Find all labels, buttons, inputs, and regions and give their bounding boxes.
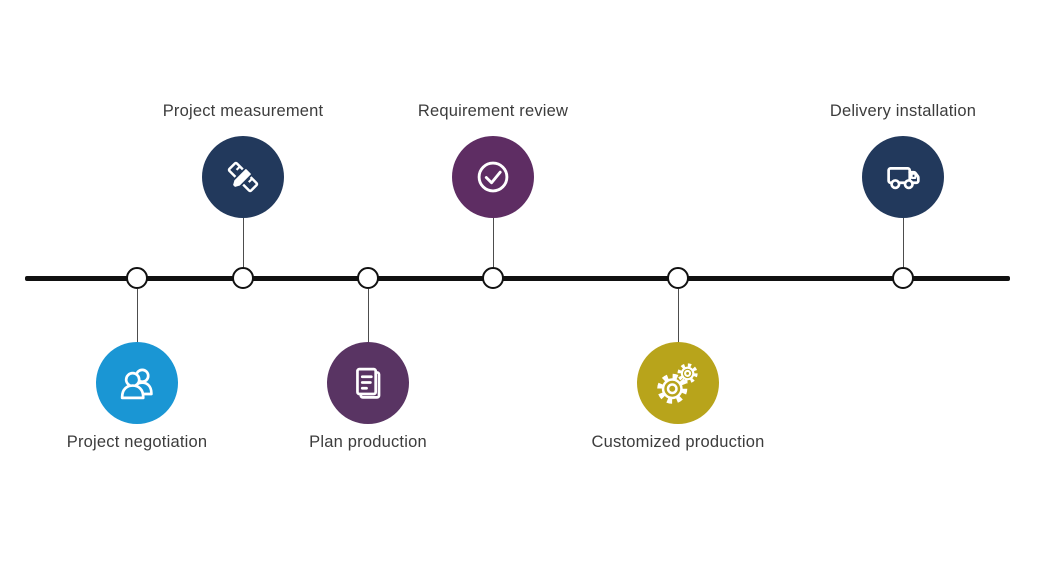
step-icon-bubble [327, 342, 409, 424]
timeline-axis [25, 276, 1010, 281]
step-label: Requirement review [417, 102, 569, 120]
step-label: Project measurement [162, 102, 324, 120]
step-icon-bubble [862, 136, 944, 218]
step-icon-bubble [452, 136, 534, 218]
timeline-node [232, 267, 254, 289]
step-connector-line [677, 289, 679, 343]
timeline-node [667, 267, 689, 289]
timeline-node [892, 267, 914, 289]
step-label: Customized production [591, 433, 765, 451]
check-circle-icon [477, 161, 509, 193]
truck-icon [887, 167, 920, 190]
step-connector-line [367, 289, 369, 343]
step-icon-bubble [202, 136, 284, 218]
step-connector-line [902, 217, 904, 268]
step-label: Project negotiation [66, 433, 208, 451]
step-connector-line [242, 217, 244, 268]
step-connector-line [136, 289, 138, 343]
document-icon [356, 367, 381, 399]
step-label: Plan production [309, 433, 427, 451]
step-icon-bubble [637, 342, 719, 424]
step-icon-bubble [96, 342, 178, 424]
timeline-node [357, 267, 379, 289]
ruler-pencil-icon [227, 161, 259, 193]
gears-icon [657, 363, 698, 404]
timeline-node [126, 267, 148, 289]
timeline-node [482, 267, 504, 289]
users-icon [120, 368, 153, 400]
step-label: Delivery installation [829, 102, 977, 120]
step-connector-line [492, 217, 494, 268]
